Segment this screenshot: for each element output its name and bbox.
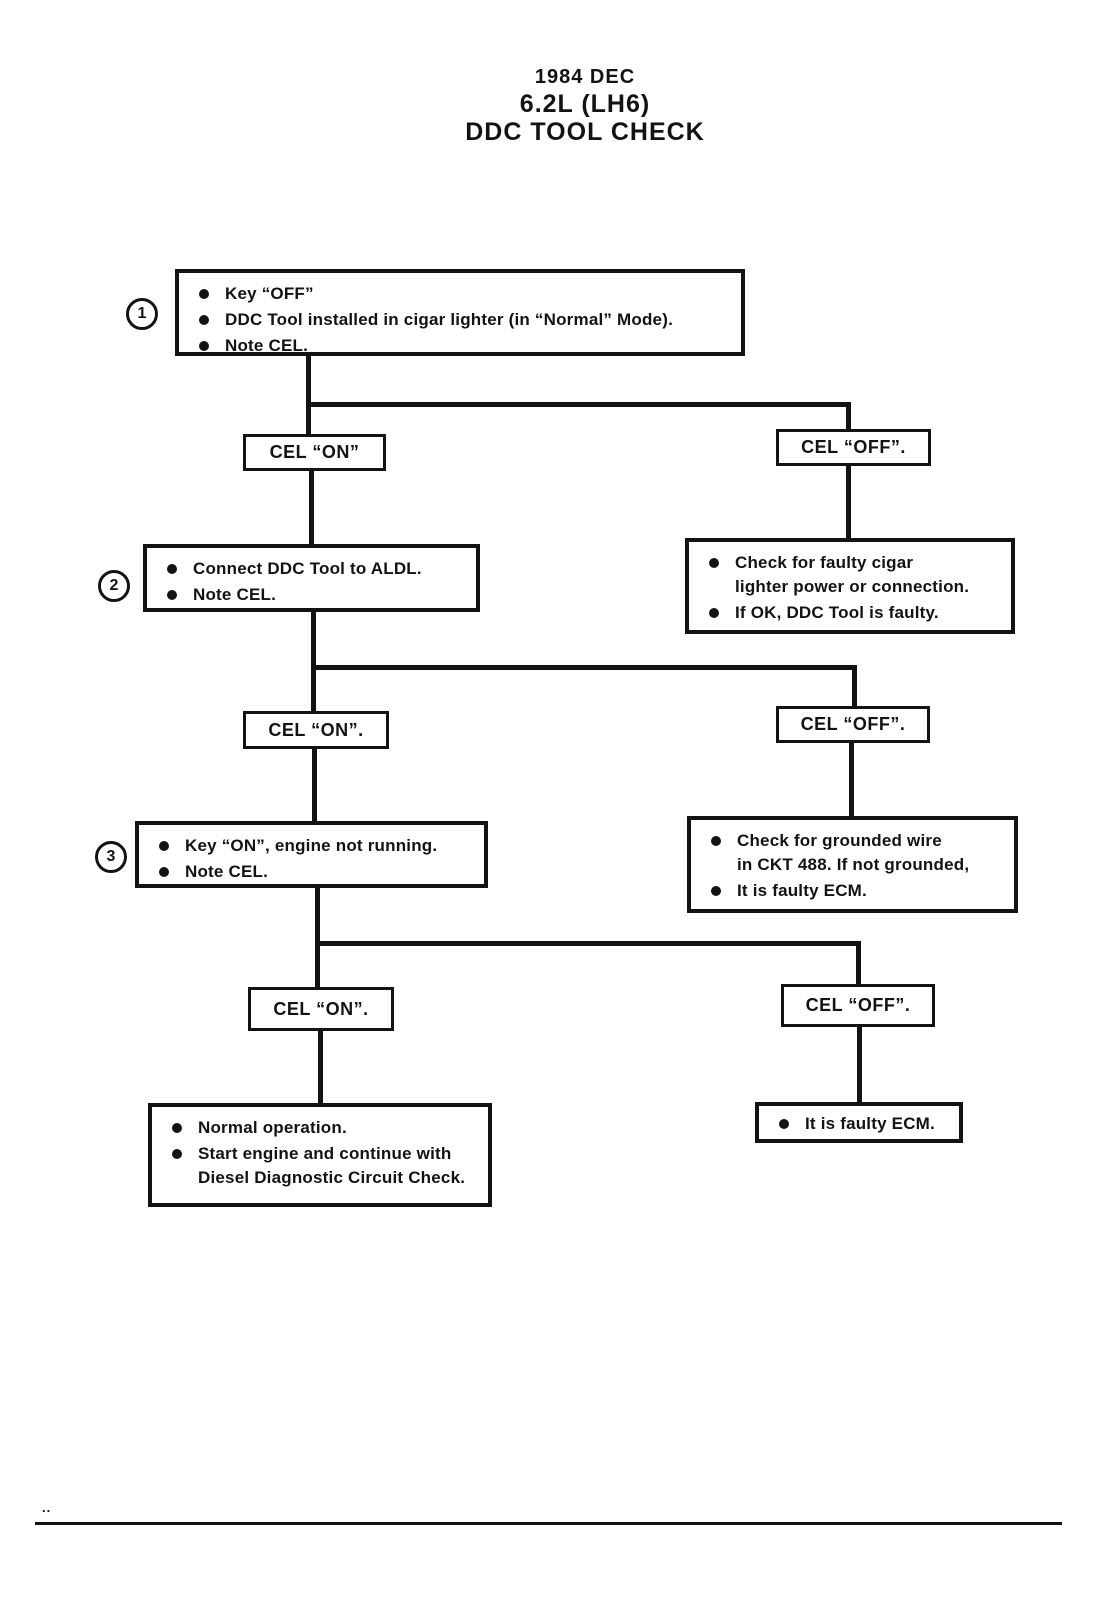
bullet-item: Start engine and continue with Diesel Di…	[168, 1142, 480, 1190]
connector-line	[312, 748, 317, 823]
cel-on-box-1: CEL “ON”	[243, 434, 386, 471]
connector-line	[315, 941, 861, 946]
bullet-icon	[159, 867, 169, 877]
bullet-icon	[159, 841, 169, 851]
bullet-text: It is faulty ECM.	[805, 1114, 935, 1133]
bullet-item: It is faulty ECM.	[707, 879, 1006, 903]
cel-on-box-2: CEL “ON”.	[243, 711, 389, 749]
bullet-text: lighter power or connection.	[735, 577, 970, 596]
bullet-text: Check for faulty cigar	[735, 553, 914, 572]
cel-off-box-1: CEL “OFF”.	[776, 429, 931, 466]
cel-on-label-2: CEL “ON”.	[268, 719, 364, 740]
bullet-item: Note CEL.	[155, 860, 476, 884]
bullet-text: Check for grounded wire	[737, 831, 942, 850]
step-3-badge: 3	[95, 841, 127, 873]
bullet-icon	[709, 558, 719, 568]
bullet-item: Note CEL.	[163, 583, 468, 607]
connector-line	[315, 887, 320, 988]
title-date: 1984 DEC	[534, 66, 636, 88]
step-3-number: 3	[106, 848, 116, 865]
bullet-text: Note CEL.	[193, 585, 277, 604]
bullet-icon	[167, 564, 177, 574]
bullet-text: Note CEL.	[185, 862, 269, 881]
step-1-number: 1	[137, 305, 147, 322]
bullet-text: DDC Tool installed in cigar lighter (in …	[225, 310, 673, 329]
step-2-badge: 2	[98, 570, 130, 602]
bullet-icon	[709, 608, 719, 618]
cel-off-label-1: CEL “OFF”.	[801, 437, 906, 457]
bullet-item: Check for faulty cigar lighter power or …	[705, 551, 1003, 599]
bullet-item: Key “ON”, engine not running.	[155, 834, 476, 858]
step-1-badge: 1	[126, 298, 158, 330]
page-title: 1984 DEC 6.2L (LH6) DDC TOOL CHECK	[385, 64, 785, 146]
grounded-wire-check-box: Check for grounded wire in CKT 488. If n…	[687, 816, 1018, 913]
bullet-icon	[172, 1149, 182, 1159]
step-3-box: Key “ON”, engine not running. Note CEL.	[135, 821, 488, 888]
bullet-text: Connect DDC Tool to ALDL.	[193, 559, 422, 578]
connector-line	[852, 665, 857, 708]
bullet-item: Check for grounded wire in CKT 488. If n…	[707, 829, 1006, 877]
bullet-text: If OK, DDC Tool is faulty.	[735, 603, 939, 622]
connector-line	[856, 941, 861, 986]
cel-on-label-3: CEL “ON”.	[273, 998, 369, 1019]
bullet-text: Key “ON”, engine not running.	[185, 836, 438, 855]
bullet-item: Connect DDC Tool to ALDL.	[163, 557, 468, 581]
connector-line	[846, 402, 851, 431]
bullet-text: It is faulty ECM.	[737, 881, 867, 900]
cel-off-box-2: CEL “OFF”.	[776, 706, 930, 743]
cel-off-label-2: CEL “OFF”.	[800, 714, 906, 734]
connector-line	[311, 611, 316, 713]
connector-line	[306, 355, 311, 436]
bullet-text: Note CEL.	[225, 336, 309, 355]
title-procedure: DDC TOOL CHECK	[465, 118, 705, 146]
bullet-item: Key “OFF”	[195, 282, 733, 306]
connector-line	[857, 1026, 862, 1104]
bullet-icon	[199, 289, 209, 299]
bullet-item: Normal operation.	[168, 1116, 480, 1140]
bullet-icon	[199, 315, 209, 325]
normal-operation-box: Normal operation. Start engine and conti…	[148, 1103, 492, 1207]
bullet-item: Note CEL.	[195, 334, 733, 358]
title-engine: 6.2L (LH6)	[519, 90, 651, 118]
bullet-icon	[172, 1123, 182, 1133]
bullet-item: DDC Tool installed in cigar lighter (in …	[195, 308, 733, 332]
bullet-text: in CKT 488. If not grounded,	[737, 855, 970, 874]
connector-line	[846, 465, 851, 540]
footer-rule	[35, 1522, 1062, 1525]
connector-line	[318, 1030, 323, 1104]
bullet-icon	[711, 836, 721, 846]
bullet-icon	[199, 341, 209, 351]
connector-line	[306, 402, 851, 407]
bullet-icon	[779, 1119, 789, 1129]
bullet-text: Normal operation.	[198, 1118, 347, 1137]
bullet-text: Key “OFF”	[225, 284, 314, 303]
bullet-text: Start engine and continue with	[198, 1144, 452, 1163]
cel-on-box-3: CEL “ON”.	[248, 987, 394, 1031]
step-2-box: Connect DDC Tool to ALDL. Note CEL.	[143, 544, 480, 612]
connector-line	[309, 470, 314, 546]
connector-line	[311, 665, 857, 670]
cel-off-box-3: CEL “OFF”.	[781, 984, 935, 1027]
connector-line	[849, 742, 854, 818]
faulty-ecm-box: It is faulty ECM.	[755, 1102, 963, 1143]
bullet-item: If OK, DDC Tool is faulty.	[705, 601, 1003, 625]
cigar-check-box: Check for faulty cigar lighter power or …	[685, 538, 1015, 634]
bullet-icon	[711, 886, 721, 896]
cel-off-label-3: CEL “OFF”.	[805, 995, 911, 1015]
bullet-icon	[167, 590, 177, 600]
step-1-box: Key “OFF” DDC Tool installed in cigar li…	[175, 269, 745, 356]
bullet-text: Diesel Diagnostic Circuit Check.	[198, 1168, 466, 1187]
bullet-item: It is faulty ECM.	[775, 1112, 951, 1136]
footer-mark: ..	[42, 1500, 52, 1515]
cel-on-label-1: CEL “ON”	[269, 442, 360, 462]
step-2-number: 2	[109, 577, 119, 594]
